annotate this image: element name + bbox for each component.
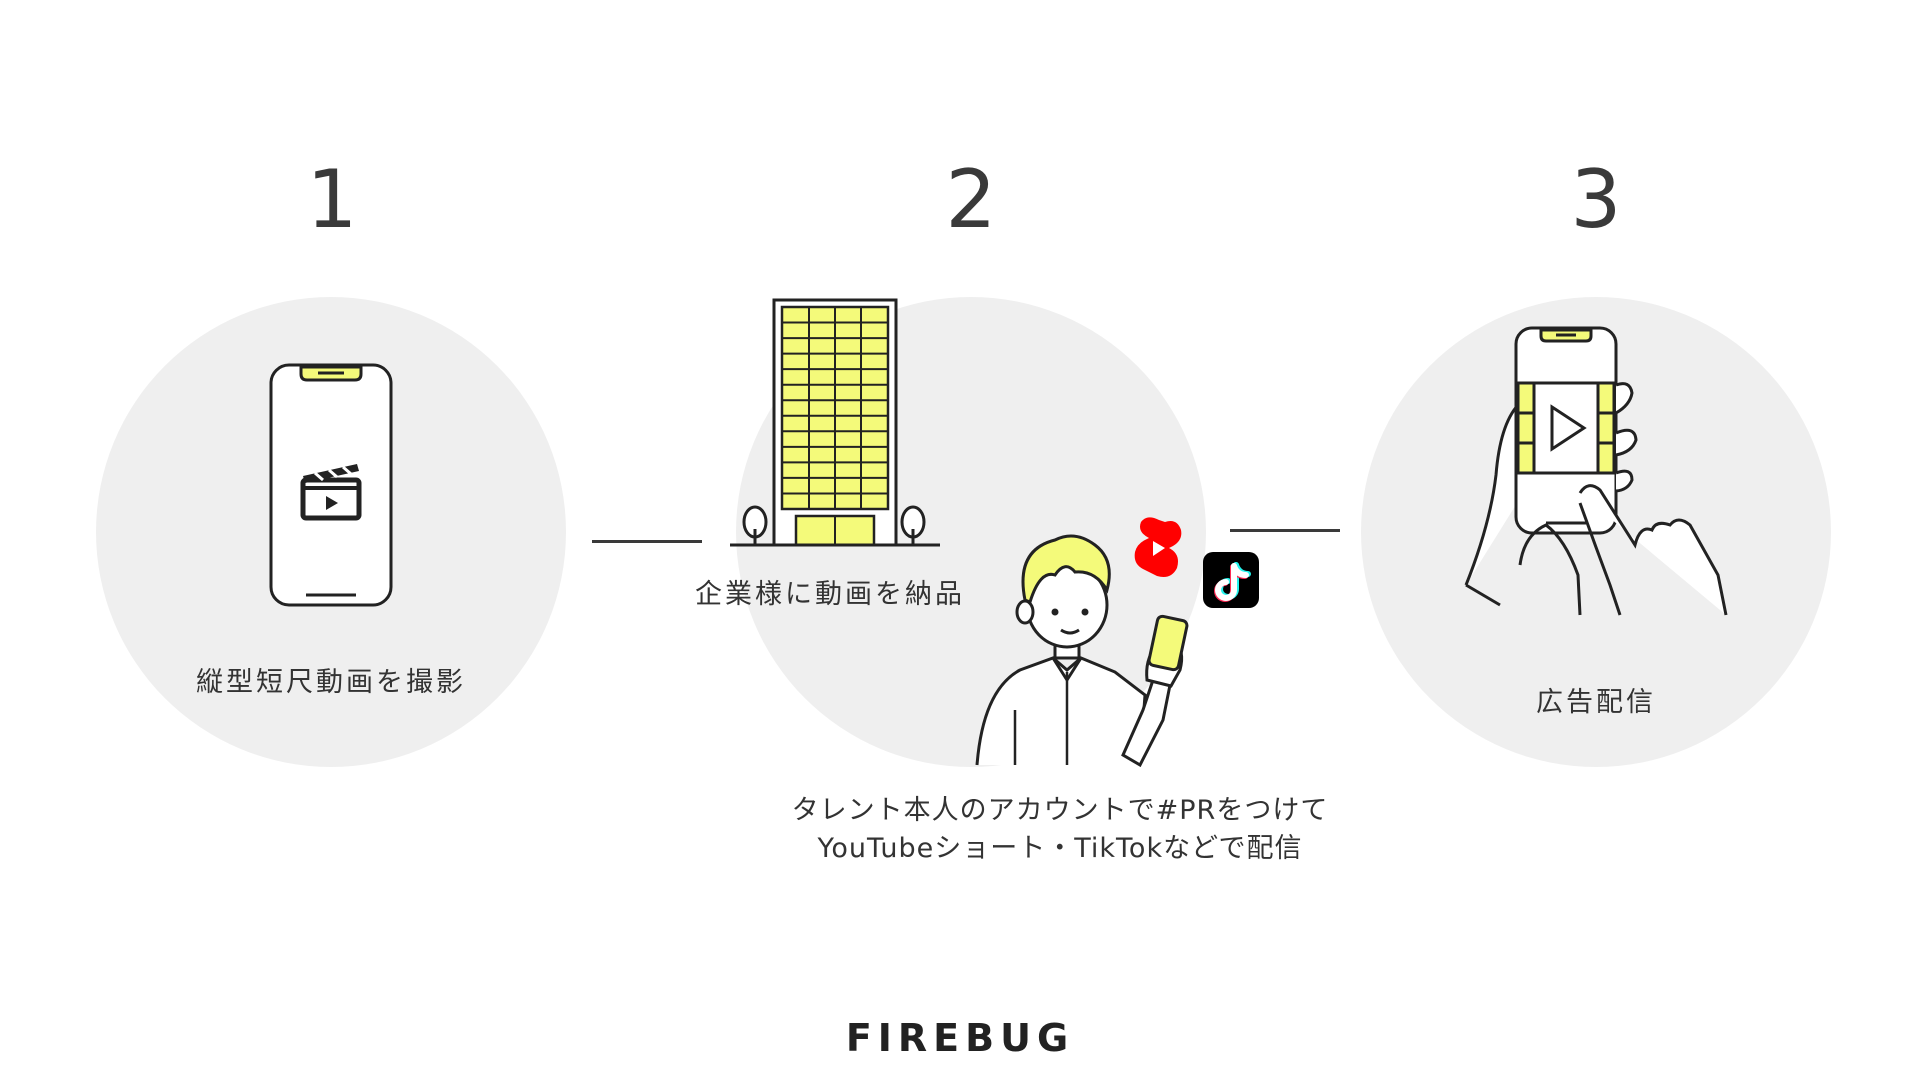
tiktok-icon [1203,552,1259,608]
brand-logo-text: FIREBUG [845,1016,1075,1060]
hands-phone-video-play-icon [1464,326,1728,616]
step-1-number: 1 [306,153,358,246]
person-holding-phone-icon [975,534,1189,768]
step-2-number: 2 [945,153,997,246]
step-2-detail-line-2: YouTubeショート・TikTokなどで配信 [817,833,1303,864]
step-2-detail-line-1: タレント本人のアカウントで#PRをつけて [791,795,1329,826]
phone-clapperboard-icon [269,363,393,607]
step-1-caption: 縦型短尺動画を撮影 [196,667,466,698]
youtube-shorts-icon [1134,517,1182,577]
step-3-caption: 広告配信 [1536,687,1656,718]
step-3-number: 3 [1570,153,1622,246]
office-building-icon [730,298,940,547]
building-floors [782,307,888,509]
connector-line-1 [592,540,702,543]
step-2-caption: 企業様に動画を納品 [695,579,965,610]
connector-line-2 [1230,529,1340,532]
